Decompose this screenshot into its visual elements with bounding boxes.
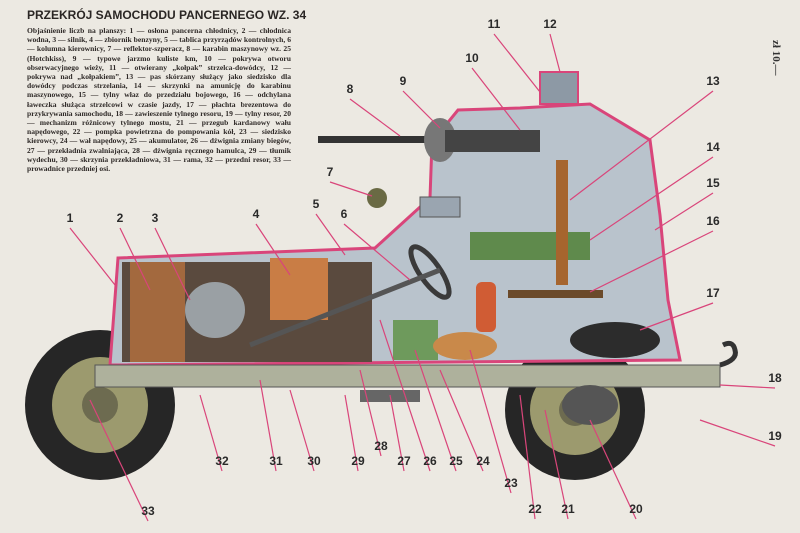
callout-line-1 (69, 227, 116, 286)
callout-line-29 (344, 394, 359, 472)
callout-number-1: 1 (67, 211, 74, 225)
callout-line-19 (699, 419, 776, 447)
callout-number-14: 14 (706, 140, 720, 154)
callout-number-31: 31 (269, 454, 283, 468)
callout-line-6 (343, 223, 411, 281)
callout-line-23 (469, 349, 512, 494)
callout-number-24: 24 (476, 454, 490, 468)
callout-line-12 (549, 33, 561, 73)
callout-number-7: 7 (327, 165, 334, 179)
callout-line-24 (439, 369, 484, 472)
callout-line-14 (589, 156, 714, 241)
machine-gun (318, 118, 540, 162)
seat-strap (556, 160, 568, 285)
callout-number-27: 27 (397, 454, 411, 468)
callout-line-5 (315, 213, 346, 256)
searchlight (367, 188, 387, 208)
callout-line-8 (349, 98, 401, 137)
callout-number-26: 26 (423, 454, 437, 468)
bench (508, 290, 603, 298)
fuel-tank (270, 258, 328, 320)
callout-line-20 (589, 419, 637, 520)
battery (393, 320, 438, 360)
callout-number-32: 32 (215, 454, 229, 468)
callout-line-11 (493, 33, 541, 93)
turret-hatch (539, 71, 579, 105)
radiator (130, 262, 185, 362)
observation-hatch (419, 196, 461, 218)
callout-line-22 (519, 394, 536, 520)
callout-number-10: 10 (465, 51, 479, 65)
callout-number-2: 2 (117, 211, 124, 225)
callout-line-3 (154, 227, 191, 301)
callout-number-4: 4 (253, 207, 260, 221)
callout-line-17 (639, 302, 714, 331)
page-title: PRZEKRÓJ SAMOCHODU PANCERNEGO WZ. 34 (27, 8, 307, 22)
callout-number-3: 3 (152, 211, 159, 225)
callout-line-31 (259, 379, 277, 472)
callout-number-16: 16 (706, 214, 720, 228)
driver-seat (433, 332, 497, 360)
tarpaulin (570, 322, 660, 358)
callout-line-15 (654, 192, 714, 231)
callout-line-27 (389, 394, 405, 472)
callout-number-8: 8 (347, 82, 354, 96)
callout-line-25 (414, 349, 457, 472)
legend-text: Objaśnienie liczb na planszy: 1 — osłona… (27, 26, 291, 174)
callout-line-10 (471, 67, 521, 131)
callout-number-30: 30 (307, 454, 321, 468)
callout-number-23: 23 (504, 476, 518, 490)
differential (562, 385, 618, 425)
callout-line-28 (359, 369, 382, 457)
callout-number-19: 19 (768, 429, 782, 443)
callout-line-13 (569, 90, 714, 201)
callout-line-16 (589, 230, 714, 293)
callout-line-26 (379, 319, 431, 472)
callout-number-29: 29 (351, 454, 365, 468)
engine (185, 282, 245, 338)
callout-number-33: 33 (141, 504, 155, 518)
steering-column (249, 267, 441, 348)
callout-number-20: 20 (629, 502, 643, 516)
callout-line-9 (402, 90, 441, 129)
callout-number-22: 22 (528, 502, 542, 516)
callout-number-17: 17 (706, 286, 720, 300)
callout-number-18: 18 (768, 371, 782, 385)
callout-line-2 (119, 227, 151, 291)
ammo-boxes (470, 232, 590, 260)
callout-number-28: 28 (374, 439, 388, 453)
callout-line-32 (199, 394, 223, 472)
callout-number-6: 6 (341, 207, 348, 221)
callout-number-13: 13 (706, 74, 720, 88)
callout-line-33 (89, 399, 149, 522)
fire-extinguisher (476, 282, 496, 332)
callout-line-4 (255, 223, 291, 276)
callout-line-21 (544, 409, 569, 520)
callout-line-7 (329, 181, 373, 197)
callout-number-9: 9 (400, 74, 407, 88)
callout-line-18 (719, 384, 776, 389)
callout-number-15: 15 (706, 176, 720, 190)
callout-number-21: 21 (561, 502, 575, 516)
callout-number-5: 5 (313, 197, 320, 211)
callout-number-12: 12 (543, 17, 557, 31)
callout-number-11: 11 (488, 17, 501, 31)
front-hook (719, 340, 738, 368)
callout-number-25: 25 (449, 454, 463, 468)
chassis-frame (94, 364, 721, 388)
callout-line-30 (289, 389, 315, 472)
